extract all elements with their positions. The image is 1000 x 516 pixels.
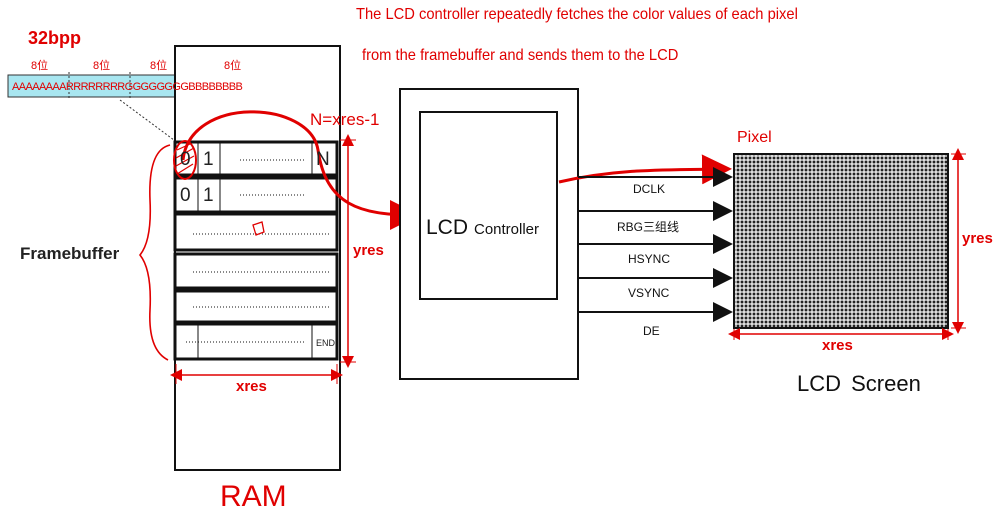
pixel-highlight bbox=[173, 140, 197, 180]
framebuffer-brace bbox=[138, 144, 171, 361]
controller-inner-box bbox=[419, 111, 558, 300]
framebuffer-rows bbox=[173, 140, 339, 361]
bit-group-label: 8位 bbox=[31, 60, 49, 72]
bit-group-label: 8位 bbox=[150, 60, 168, 72]
pixel-bit-string: AAAAAAAARRRRRRRRGGGGGGGGBBBBBBBB bbox=[12, 81, 243, 93]
output-arrow bbox=[558, 154, 732, 185]
row2-cell-0: 0 bbox=[180, 185, 191, 206]
controller-label: Controller bbox=[474, 221, 540, 238]
signal-label-hsync: HSYNC bbox=[628, 252, 671, 266]
screen-xres-label: xres bbox=[822, 337, 853, 354]
caption-line-2: from the framebuffer and sends them to t… bbox=[362, 47, 679, 64]
signal-label-vsync: VSYNC bbox=[628, 286, 670, 300]
screen-xres-dimension bbox=[728, 328, 954, 340]
pixel-label: Pixel bbox=[737, 129, 772, 146]
n-equals-xres-label: N=xres-1 bbox=[310, 110, 380, 129]
ram-yres-label: yres bbox=[353, 242, 384, 259]
signal-label-dclk: DCLK bbox=[633, 182, 666, 196]
controller-lcd-label: LCD bbox=[426, 216, 469, 239]
framebuffer-label: Framebuffer bbox=[20, 244, 120, 263]
row1-cell-n: N bbox=[316, 149, 330, 170]
screen-yres-label: yres bbox=[962, 230, 993, 247]
end-label: END bbox=[316, 338, 336, 348]
ram-label: RAM bbox=[220, 480, 287, 513]
bpp-label: 32bpp bbox=[28, 28, 82, 48]
row1-cell-0: 0 bbox=[180, 149, 191, 170]
lcd-screen-title: LCD Screen bbox=[797, 371, 921, 396]
zoom-dashed-line bbox=[119, 99, 179, 144]
fetch-arrow bbox=[181, 110, 420, 230]
ram-yres-dimension bbox=[340, 134, 356, 368]
row2-cell-1: 1 bbox=[203, 185, 214, 206]
lcd-screen bbox=[733, 153, 949, 329]
bit-group-label: 8位 bbox=[224, 60, 242, 72]
signal-label-rgb: RBG三组线 bbox=[617, 220, 680, 234]
row1-cell-1: 1 bbox=[203, 149, 214, 170]
signal-lines bbox=[578, 167, 733, 322]
scribble-mark bbox=[252, 221, 265, 236]
ram-xres-label: xres bbox=[236, 378, 267, 395]
ram-xres-dimension bbox=[170, 364, 343, 384]
caption-line-1: The LCD controller repeatedly fetches th… bbox=[356, 6, 798, 23]
signal-label-de: DE bbox=[643, 324, 660, 338]
bit-group-label: 8位 bbox=[93, 60, 111, 72]
